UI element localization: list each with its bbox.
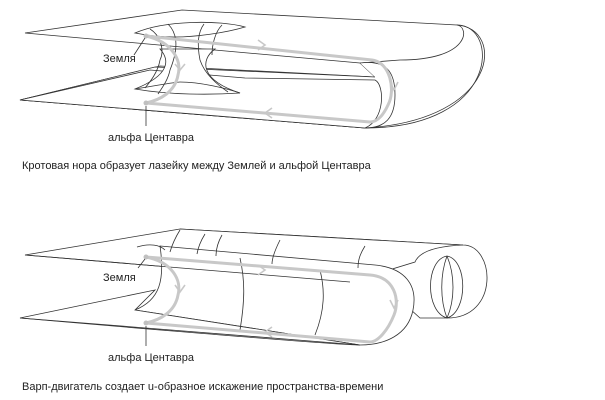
earth-dot bbox=[143, 33, 149, 39]
tube-end-ellipse bbox=[430, 255, 464, 319]
caption-warp-drive: Варп-двигатель создает u-образное искаже… bbox=[22, 381, 384, 393]
warp-diagram bbox=[19, 228, 488, 346]
label-earth: Земля bbox=[103, 53, 136, 65]
wormhole-diagram bbox=[19, 9, 486, 129]
label-alpha-centauri: альфа Центавра bbox=[108, 352, 194, 364]
caption-wormhole: Кротовая нора образует лазейку между Зем… bbox=[22, 160, 371, 172]
earth-pointer bbox=[133, 37, 146, 56]
path-through-wormhole bbox=[144, 34, 181, 105]
arrow-icon bbox=[174, 264, 399, 338]
earth-dot bbox=[143, 254, 149, 260]
wormhole-throat bbox=[133, 48, 241, 95]
earth-pointer bbox=[137, 258, 146, 269]
path-through-warp bbox=[144, 255, 181, 325]
arrow-icon bbox=[174, 39, 399, 119]
alpha-dot bbox=[143, 100, 149, 106]
warp-tube-inner bbox=[133, 245, 415, 346]
bottom-sheet bbox=[19, 69, 382, 129]
label-earth: Земля bbox=[103, 272, 136, 284]
space-sheet-top bbox=[24, 9, 464, 64]
label-alpha-centauri: альфа Центавра bbox=[108, 132, 194, 144]
path-top bbox=[144, 255, 398, 344]
alpha-dot bbox=[143, 320, 149, 326]
wormhole-bottom-mouth bbox=[134, 81, 241, 94]
path-top bbox=[144, 34, 393, 124]
